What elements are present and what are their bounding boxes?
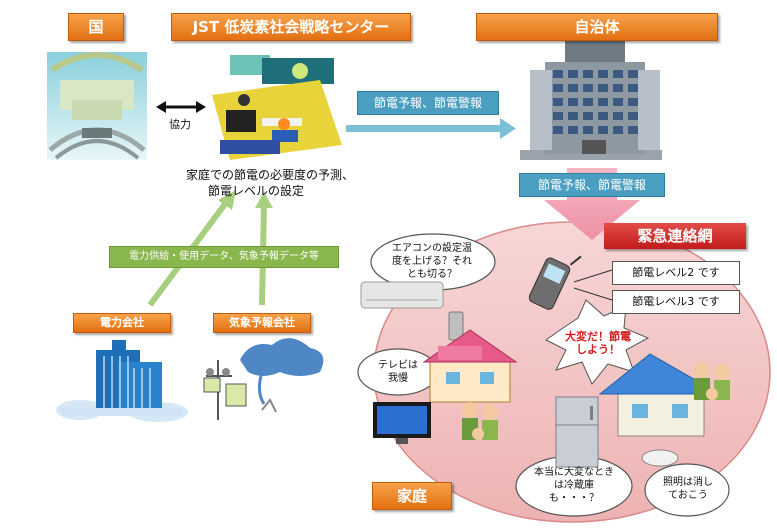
level2-message: 節電レベル2 です [612, 261, 740, 285]
tv-image [373, 402, 431, 444]
local-government-label: 自治体 [476, 13, 718, 41]
aircon-bubble-text: エアコンの設定温度を上げる？それとも切る？ [392, 243, 472, 280]
forecast-label-arrow: 節電予報、節電警報 [357, 91, 499, 115]
ceiling-light-image [641, 449, 679, 467]
family-pink-house [462, 402, 498, 440]
data-supply-label: 電力供給・使用データ、気象予報データ等 [109, 246, 339, 268]
forecast-label-government: 節電予報、節電警報 [519, 173, 665, 197]
household-label: 家庭 [372, 482, 452, 510]
phone-lines [573, 269, 613, 301]
air-conditioner-image [360, 281, 444, 309]
house-pink-image [422, 329, 518, 403]
fridge-image [555, 396, 599, 468]
cooperation-label: 協力 [169, 118, 191, 131]
center-caption-line2: 節電レベルの設定 [207, 184, 304, 198]
phone-image [528, 255, 582, 310]
power-company-label: 電力会社 [73, 313, 171, 333]
jst-center-label: JST 低炭素社会戦略センター [171, 13, 411, 41]
center-caption-line1: 家庭での節電の必要度の予測、 [185, 168, 354, 182]
forecast-arrow-shape [346, 118, 516, 139]
family-blue-house [694, 362, 730, 400]
emergency-network-label: 緊急連絡網 [604, 223, 746, 249]
level3-message: 節電レベル3 です [612, 290, 740, 314]
alert-bubble-text: 大変だ！節電しよう！ [565, 330, 631, 356]
tv-bubble-text: テレビは我慢 [378, 360, 418, 384]
house-blue-image [598, 353, 722, 437]
cooperation-arrow [156, 101, 206, 113]
government-building-image [520, 40, 662, 160]
fridge-bubble-text: 本当に大変なときは冷蔵庫も・・・？ [534, 467, 614, 504]
weather-company-image [203, 338, 324, 420]
power-company-image [56, 340, 188, 422]
jst-office-image [212, 50, 342, 165]
country-label: 国 [68, 13, 124, 41]
bubble-shapes [357, 233, 730, 517]
lights-bubble-text: 照明は消しておこう [663, 477, 713, 501]
parliament-image [47, 52, 147, 160]
weather-company-label: 気象予報会社 [213, 313, 311, 333]
alert-burst [545, 299, 650, 385]
